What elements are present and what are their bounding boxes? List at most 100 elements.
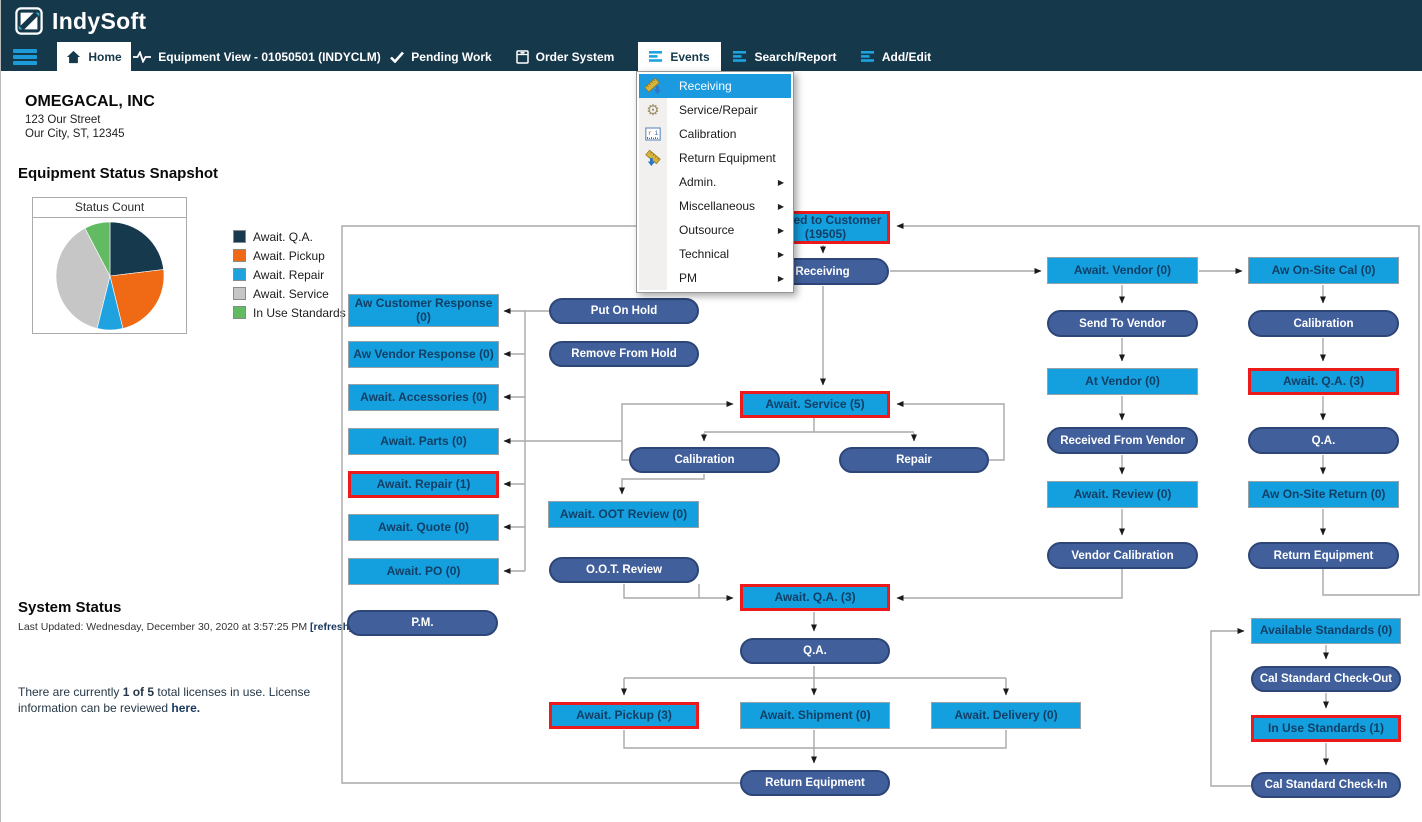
menu-item-label: Admin. [679,175,717,189]
pie-slice-await-pickup [109,269,165,329]
legend-label: Await. Service [253,286,329,301]
tab-search[interactable]: Search/Report [729,42,841,71]
flow-node-await-service[interactable]: Await. Service (5) [740,391,890,418]
tab-home[interactable]: Home [57,42,131,71]
menu-item-service-repair[interactable]: ⚙Service/Repair [639,98,791,122]
license-status-text: There are currently 1 of 5 total license… [18,684,314,716]
flow-node-in-use-standards[interactable]: In Use Standards (1) [1251,715,1401,742]
legend-label: Await. Q.A. [253,229,313,244]
menu-item-pm[interactable]: PM▶ [639,266,791,290]
flow-node-await-parts[interactable]: Await. Parts (0) [348,428,499,455]
tab-order[interactable]: Order System [511,42,619,71]
status-count-chart: Status Count [32,197,187,334]
top-brand-bar: IndySoft [1,0,1422,42]
legend-item: Await. Service [233,284,346,303]
flow-node-await-pickup[interactable]: Await. Pickup (3) [549,702,699,729]
flow-node-aw-onsite-return[interactable]: Aw On-Site Return (0) [1248,481,1399,508]
flow-node-await-oot-review[interactable]: Await. OOT Review (0) [548,501,699,528]
flow-node-repair[interactable]: Repair [839,447,989,473]
tab-label: Events [670,49,710,64]
flow-node-await-po[interactable]: Await. PO (0) [348,558,499,585]
menu-item-miscellaneous[interactable]: Miscellaneous▶ [639,194,791,218]
legend-swatch [233,249,246,262]
flow-node-return-equipment-center[interactable]: Return Equipment [740,770,890,796]
brand-name: IndySoft [52,7,147,34]
menu-item-label: Technical [679,247,730,261]
flow-node-available-standards[interactable]: Available Standards (0) [1251,618,1401,644]
flow-node-await-delivery[interactable]: Await. Delivery (0) [931,702,1081,729]
svg-text:i: i [655,130,659,137]
flow-node-await-shipment[interactable]: Await. Shipment (0) [740,702,890,729]
svg-text:r: r [648,130,652,137]
flow-node-await-repair[interactable]: Await. Repair (1) [348,471,499,498]
menu-item-receiving[interactable]: Receiving [639,74,791,98]
flow-node-await-vendor[interactable]: Await. Vendor (0) [1047,257,1198,284]
flow-node-qa-onsite[interactable]: Q.A. [1248,427,1399,454]
flow-node-await-accessories[interactable]: Await. Accessories (0) [348,384,499,411]
tab-label: Equipment View - 01050501 (INDYCLM) [158,49,381,64]
menu-item-label: PM [679,271,697,285]
legend-label: Await. Repair [253,267,325,282]
menu-item-label: Calibration [679,127,737,141]
flow-node-at-vendor[interactable]: At Vendor (0) [1047,368,1198,395]
legend-item: Await. Q.A. [233,227,346,246]
gear-icon: ⚙ [646,101,660,119]
tab-addedit[interactable]: Add/Edit [853,42,939,71]
menu-item-outsource[interactable]: Outsource ▶ [639,218,791,242]
menu-item-technical[interactable]: Technical ▶ [639,242,791,266]
flow-node-cal-standard-checkout[interactable]: Cal Standard Check-Out [1251,666,1401,692]
flow-node-oot-review[interactable]: O.O.T. Review [549,557,699,583]
flow-node-vendor-calibration[interactable]: Vendor Calibration [1047,542,1198,569]
menu-item-label: Outsource [679,223,735,237]
flow-node-pm[interactable]: P.M. [347,610,498,636]
flow-node-aw-customer-response[interactable]: Aw Customer Response (0) [348,294,499,327]
company-address-1: 123 Our Street [25,114,101,126]
legend-swatch [233,306,246,319]
hamburger-menu-icon[interactable] [13,47,37,66]
menu-item-admin[interactable]: Admin.▶ [639,170,791,194]
tab-pending[interactable]: Pending Work [385,42,497,71]
main-nav: Home Equipment View - 01050501 (INDYCLM) P… [1,42,1422,71]
legend-label: Await. Pickup [253,248,325,263]
legend-label: In Use Standards [253,305,346,320]
indysoft-logo-icon [15,7,43,35]
flow-node-aw-onsite-cal[interactable]: Aw On-Site Cal (0) [1248,257,1399,284]
legend-swatch [233,230,246,243]
flow-node-await-quote[interactable]: Await. Quote (0) [348,514,499,541]
flow-node-remove-from-hold[interactable]: Remove From Hold [549,341,699,367]
flow-node-await-qa-onsite[interactable]: Await. Q.A. (3) [1248,368,1399,395]
status-pie [55,221,165,331]
tab-events[interactable]: Events [638,42,721,71]
bars-icon [860,51,874,62]
flow-node-put-on-hold[interactable]: Put On Hold [549,298,699,324]
flow-node-cal-standard-checkin[interactable]: Cal Standard Check-In [1251,772,1401,798]
tab-label: Add/Edit [881,49,932,64]
flow-node-received-from-vendor[interactable]: Received From Vendor [1047,427,1198,454]
menu-item-return-equipment[interactable]: Return Equipment [639,146,791,170]
last-updated-text: Last Updated: Wednesday, December 30, 20… [18,621,311,633]
flow-node-calibration-onsite[interactable]: Calibration [1248,310,1399,337]
flow-node-await-review[interactable]: Await. Review (0) [1047,481,1198,508]
company-name: OMEGACAL, INC [25,93,155,110]
flow-node-await-qa-center[interactable]: Await. Q.A. (3) [740,584,890,611]
tab-label: Home [88,49,122,64]
flow-node-qa-center[interactable]: Q.A. [740,638,890,664]
license-here-link[interactable]: here. [171,701,201,716]
pie-slice-await-service [55,227,111,329]
menu-item-label: Return Equipment [679,151,776,165]
flow-node-return-equipment-onsite[interactable]: Return Equipment [1248,542,1399,569]
flow-node-aw-vendor-response[interactable]: Aw Vendor Response (0) [348,341,499,368]
license-text-1: There are currently [18,685,123,699]
bars-icon [649,51,663,62]
snapshot-heading: Equipment Status Snapshot [18,165,219,182]
submenu-arrow-icon: ▶ [777,249,784,259]
flow-node-send-to-vendor[interactable]: Send To Vendor [1047,310,1198,337]
tab-equipment[interactable]: Equipment View - 01050501 (INDYCLM) [133,42,381,71]
flow-node-calibration-center[interactable]: Calibration [629,447,780,473]
submenu-arrow-icon: ▶ [777,225,784,235]
company-address-2: Our City, ST, 12345 [25,128,125,140]
